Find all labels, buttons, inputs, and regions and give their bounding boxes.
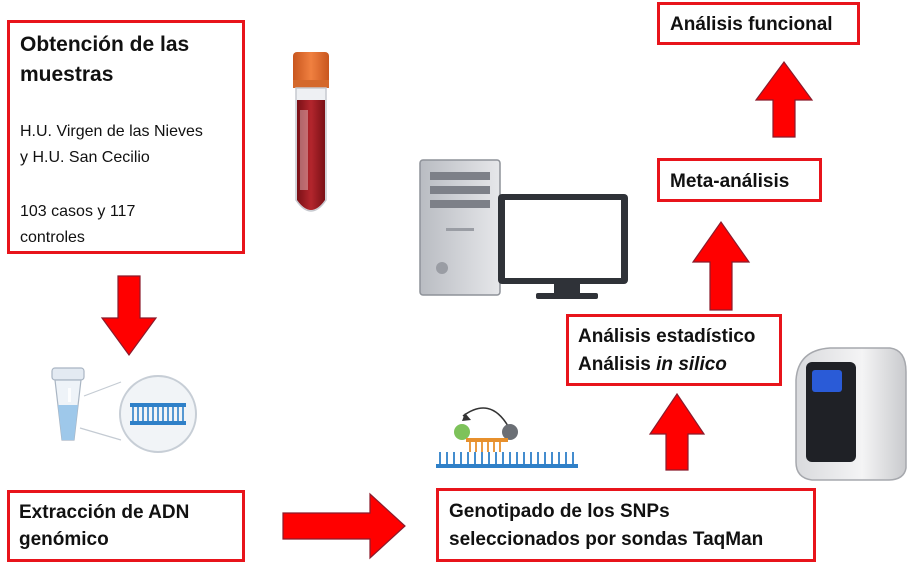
arrow-up-meta-to-functional [754, 60, 814, 138]
analysis-line2-italic: in silico [656, 354, 727, 375]
meta-analysis-box: Meta-análisis [657, 158, 822, 202]
pcr-machine-icon [795, 347, 907, 481]
dna-magnifier-icon [119, 375, 197, 453]
functional-analysis-label: Análisis funcional [670, 14, 833, 35]
meta-analysis-label: Meta-análisis [670, 171, 790, 192]
sample-hospitals-line2: y H.U. San Cecilio [20, 149, 150, 166]
genotyping-line2: seleccionados por sondas TaqMan [449, 529, 764, 550]
blood-tube-icon [293, 52, 329, 212]
taqman-probe-icon [436, 407, 578, 468]
analysis-line1: Análisis estadístico [578, 326, 756, 347]
genotyping-line1: Genotipado de los SNPs [449, 501, 670, 522]
analysis-box: Análisis estadístico Análisis in silico [566, 314, 782, 386]
sample-cases-line1: 103 casos y 117 [20, 203, 136, 220]
dna-extraction-box: Extracción de ADN genómico [7, 490, 245, 562]
sample-hospitals-line1: H.U. Virgen de las Nieves [20, 123, 203, 140]
sample-title-line2: muestras [20, 63, 114, 86]
functional-analysis-box: Análisis funcional [657, 2, 860, 45]
genotyping-box: Genotipado de los SNPs seleccionados por… [436, 488, 816, 562]
sample-title-line1: Obtención de las [20, 33, 190, 56]
extraction-line2: genómico [19, 529, 109, 550]
sample-collection-box: Obtención de las muestras H.U. Virgen de… [7, 20, 245, 254]
sample-cases-line2: controles [20, 229, 85, 246]
microtube-icon [51, 367, 122, 441]
arrow-up-analysis-to-meta [691, 220, 751, 311]
arrow-down-samples-to-extraction [100, 275, 158, 357]
arrow-up-genotyping-to-analysis [648, 392, 706, 471]
analysis-line2-prefix: Análisis [578, 354, 657, 375]
analysis-line2: Análisis in silico [578, 354, 727, 376]
arrow-right-extraction-to-genotyping [282, 492, 406, 560]
extraction-line1: Extracción de ADN [19, 502, 190, 523]
computer-icon [419, 159, 628, 299]
